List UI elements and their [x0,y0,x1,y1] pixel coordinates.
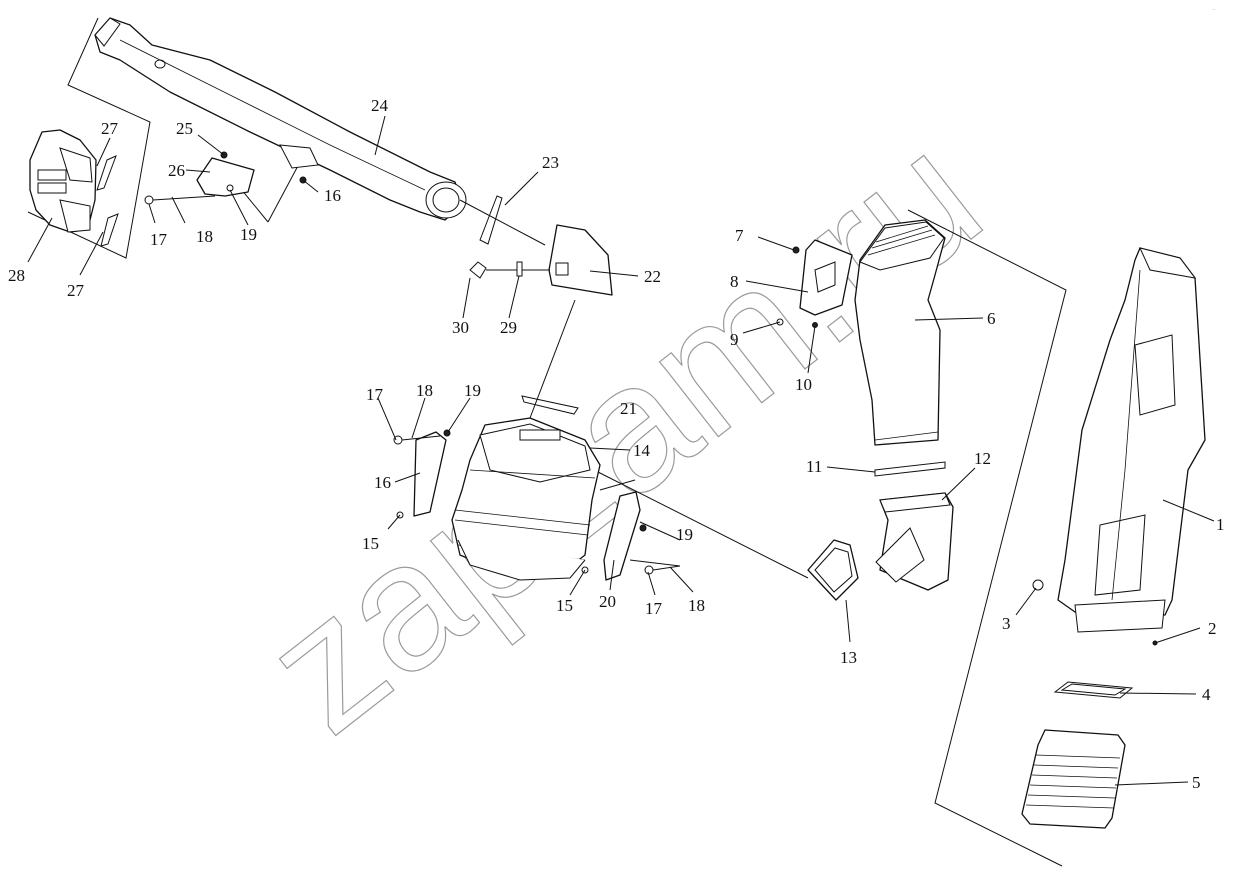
part-14-air-cleaner [451,417,601,581]
callout-22: 22 [644,267,661,286]
callout-20: 20 [599,592,616,611]
callout-27-top: 27 [101,119,119,138]
part-27-clamp [96,155,119,247]
callout-6: 6 [987,309,996,328]
callout-17-mid: 17 [366,385,384,404]
callout-1: 1 [1216,515,1225,534]
part-6-inlet-duct [854,219,946,446]
callout-18-mid: 18 [416,381,433,400]
part-11-gasket [874,461,946,477]
part-28-air-box [29,129,97,233]
callout-28: 28 [8,266,25,285]
callout-16-mid: 16 [374,473,391,492]
part-23-strip [479,195,503,245]
callout-4: 4 [1202,685,1211,704]
part-22-elbow [548,224,613,296]
callout-19-mid: 19 [464,381,481,400]
callout-16-top: 16 [324,186,341,205]
part-29-30-fastener [469,261,550,279]
callout-15-right: 15 [556,596,573,615]
callout-17-bottom: 17 [645,599,663,618]
part-26-bracket [144,144,319,205]
callout-23: 23 [542,153,559,172]
callout-labels: 1 2 3 4 5 6 7 8 9 10 11 12 13 14 15 15 1… [8,96,1225,792]
callout-14: 14 [633,441,651,460]
callout-18-top: 18 [196,227,213,246]
callout-9: 9 [730,330,739,349]
part-21-strip [521,395,579,415]
callout-21: 21 [620,399,637,418]
callout-24: 24 [371,96,389,115]
part-8-bracket [776,239,853,328]
callout-13: 13 [840,648,857,667]
callout-5: 5 [1192,773,1201,792]
callout-12: 12 [974,449,991,468]
callout-2: 2 [1208,619,1217,638]
part-13-flange [807,539,859,601]
callout-17-top: 17 [150,230,168,249]
part-20-right-bracket [581,491,681,581]
callout-3: 3 [1002,614,1011,633]
callout-15-left: 15 [362,534,379,553]
callout-27-bottom: 27 [67,281,85,300]
part-24-intake-tube [94,17,467,221]
callout-29: 29 [500,318,517,337]
callout-25: 25 [176,119,193,138]
part-4-gasket [1053,681,1134,699]
part-12-adapter [875,492,954,591]
callout-7: 7 [735,226,744,245]
callout-11: 11 [806,457,822,476]
callout-26: 26 [168,161,185,180]
leader-lines [27,115,1215,786]
callout-30: 30 [452,318,469,337]
part-1-air-duct [1032,247,1206,646]
connector-lines [459,199,809,579]
part-5-bellows [1021,729,1126,829]
callout-8: 8 [730,272,739,291]
callout-18-bottom: 18 [688,596,705,615]
callout-10: 10 [795,375,812,394]
corner-mark: ... [1212,7,1216,12]
callout-19-top: 19 [240,225,257,244]
callout-19-right: 19 [676,525,693,544]
